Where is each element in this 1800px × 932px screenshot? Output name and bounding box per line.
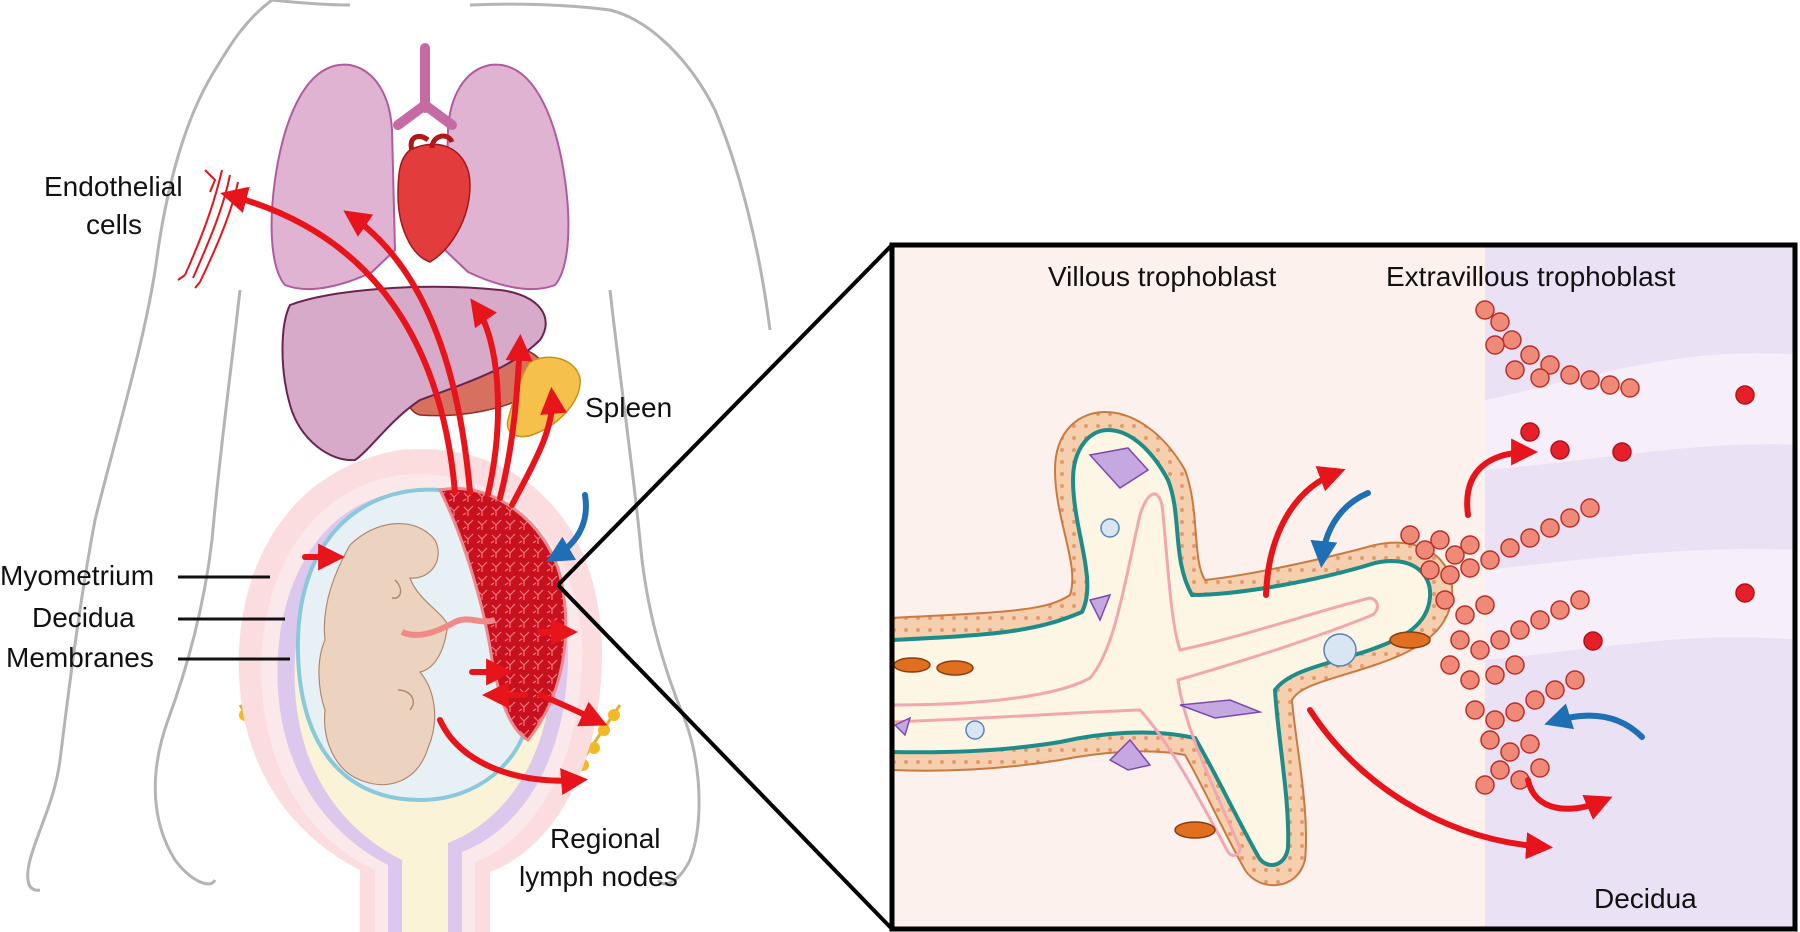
label-decidua-right: Decidua: [1594, 883, 1697, 914]
red-arrows-left: [220, 186, 608, 796]
blue-arrow-into-placenta: [546, 492, 589, 563]
inset-panel: [889, 242, 1798, 932]
label-villous-trophoblast: Villous trophoblast: [1048, 261, 1277, 292]
trachea: [393, 43, 457, 130]
zoom-connector: [556, 243, 894, 931]
inset-border: [889, 242, 1798, 932]
arrow-to-spleen: [509, 386, 568, 508]
leader-lines: [178, 575, 290, 661]
arrow-to-lung: [343, 210, 473, 495]
arrow-to-liver-lower: [497, 333, 533, 501]
arrow-to-lymph-right: [537, 692, 608, 727]
label-extravillous-trophoblast: Extravillous trophoblast: [1386, 261, 1676, 292]
label-endothelial-1: Endothelial: [44, 171, 183, 202]
inset-red-arrows: [1263, 438, 1613, 860]
arrow-to-liver-upper: [470, 298, 501, 497]
umbilical-cord: [400, 616, 496, 638]
label-lymph-2: lymph nodes: [519, 861, 678, 892]
label-myometrium: Myometrium: [0, 560, 154, 591]
placenta: [437, 487, 568, 742]
label-lymph-1: Regional: [550, 823, 661, 854]
label-endothelial-2: cells: [86, 209, 142, 240]
label-decidua-left: Decidua: [32, 602, 135, 633]
label-membranes: Membranes: [6, 642, 154, 673]
arrow-to-lymph-lower: [437, 717, 589, 796]
body-silhouette: [26, 0, 772, 892]
label-spleen: Spleen: [585, 392, 672, 423]
inset-blue-arrows: [1310, 490, 1645, 740]
liver: [281, 285, 547, 462]
extravillous-clusters: [1400, 300, 1640, 795]
fetus: [318, 522, 449, 786]
decidua-band-lower: [1485, 549, 1795, 660]
heart: [397, 133, 471, 263]
endothelial-vessel: [177, 169, 239, 289]
arrow-to-endothelial: [220, 186, 458, 495]
